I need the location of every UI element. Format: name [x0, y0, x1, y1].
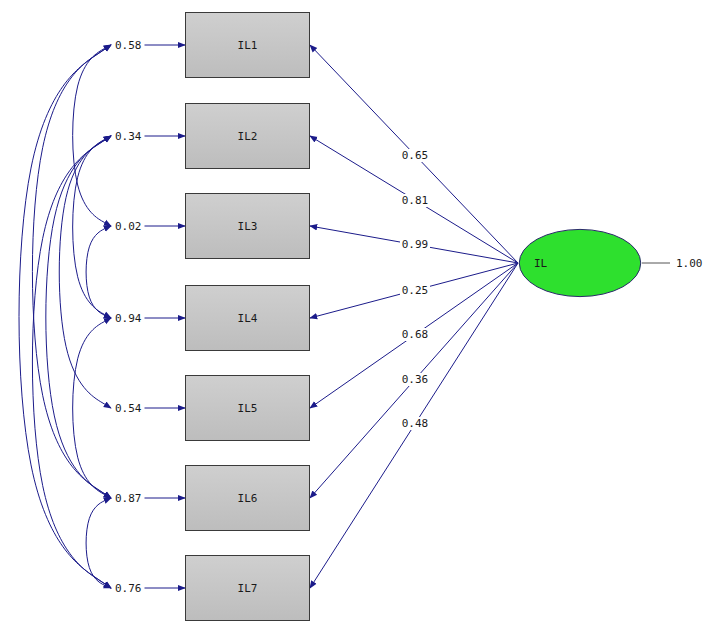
- variable-name: IL3: [238, 220, 258, 233]
- covariance-curve: [46, 136, 111, 498]
- error-variance-value: 0.58: [113, 39, 144, 52]
- variance-value: 0.54: [115, 402, 142, 415]
- covariance-curve: [73, 136, 111, 318]
- error-arrow: [145, 588, 186, 589]
- latent-variable-ellipse: IL: [518, 228, 642, 298]
- variable-name: IL4: [238, 312, 258, 325]
- error-variance-value: 0.54: [113, 402, 144, 415]
- loading-arrow: [310, 226, 518, 263]
- variance-value: 0.02: [115, 220, 142, 233]
- observed-variable-box: IL4: [185, 285, 310, 351]
- covariance-curve: [86, 226, 111, 318]
- observed-variable-box: IL3: [185, 193, 310, 259]
- variance-value: 0.58: [115, 39, 142, 52]
- loading-value: 0.25: [400, 284, 431, 297]
- error-arrow: [145, 408, 186, 409]
- loading-value: 0.36: [400, 373, 431, 386]
- loading-value: 0.81: [400, 194, 431, 207]
- variable-name: IL5: [238, 402, 258, 415]
- covariance-curve: [32, 45, 111, 498]
- covariance-curve: [73, 45, 111, 226]
- error-variance-value: 0.34: [113, 130, 144, 143]
- variable-name: IL7: [238, 582, 258, 595]
- loading-arrow: [310, 263, 518, 318]
- loading-arrow: [310, 263, 518, 588]
- error-arrow: [145, 226, 186, 227]
- loading-value: 0.65: [400, 149, 431, 162]
- loading-arrow: [310, 263, 518, 408]
- variance-value: 0.94: [115, 312, 142, 325]
- error-variance-value: 0.02: [113, 220, 144, 233]
- loading-arrow: [310, 136, 518, 263]
- variance-line: [642, 263, 670, 264]
- error-arrow: [145, 318, 186, 319]
- covariance-curve: [59, 136, 111, 408]
- observed-variable-box: IL7: [185, 555, 310, 621]
- loading-arrow: [310, 263, 518, 498]
- loading-value: 0.68: [400, 328, 431, 341]
- variance-value: 0.87: [115, 492, 142, 505]
- variable-name: IL2: [238, 130, 258, 143]
- covariance-curve: [73, 318, 111, 498]
- observed-variable-box: IL1: [185, 12, 310, 78]
- covariance-curve: [32, 136, 111, 588]
- variance-value: 0.76: [115, 582, 142, 595]
- error-arrow: [145, 498, 186, 499]
- variable-name: IL6: [238, 492, 258, 505]
- loading-value: 0.48: [400, 417, 431, 430]
- error-arrow: [145, 45, 186, 46]
- variable-name: IL1: [238, 39, 258, 52]
- loading-value: 0.99: [400, 238, 431, 251]
- variance-value: 0.34: [115, 130, 142, 143]
- observed-variable-box: IL6: [185, 465, 310, 531]
- covariance-curve: [19, 45, 111, 588]
- loading-arrow: [310, 45, 518, 263]
- error-variance-value: 0.94: [113, 312, 144, 325]
- latent-variance: 1.00: [674, 257, 705, 270]
- observed-variable-box: IL5: [185, 375, 310, 441]
- error-variance-value: 0.87: [113, 492, 144, 505]
- covariance-curve: [86, 498, 111, 588]
- variable-name: IL: [534, 257, 547, 270]
- error-arrow: [145, 136, 186, 137]
- observed-variable-box: IL2: [185, 103, 310, 169]
- error-variance-value: 0.76: [113, 582, 144, 595]
